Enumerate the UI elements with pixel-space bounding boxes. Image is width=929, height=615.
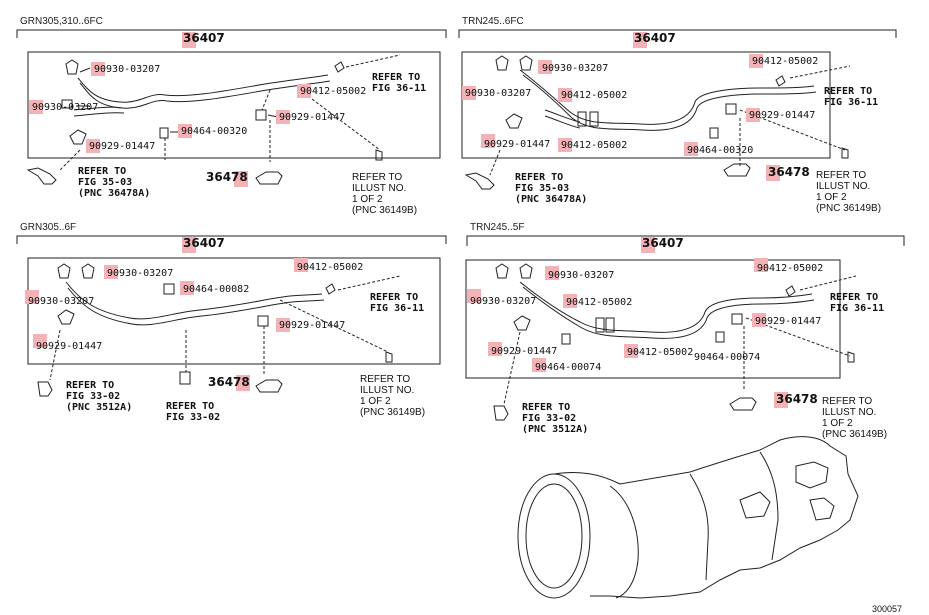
part-label[interactable]: 90464-00320 [687,145,754,156]
highlight-marker [754,258,768,272]
part-label[interactable]: 90412-05002 [757,263,824,274]
section-1-title: GRN305,310..6FC [20,16,103,27]
assembly-number[interactable]: 36407 [634,31,676,45]
part-label[interactable]: 90929-01447 [749,110,816,121]
highlight-marker [33,334,47,348]
part-label[interactable]: 90930-03207 [542,63,609,74]
highlight-marker [532,358,546,372]
part-label[interactable]: 36478 [768,165,810,179]
part-label[interactable]: 90464-00082 [183,284,250,295]
part-label[interactable]: 90929-01447 [279,112,346,123]
part-label[interactable]: 90464-00320 [181,126,248,137]
highlight-marker [234,171,248,187]
part-label[interactable]: 90930-03207 [107,268,174,279]
highlight-marker [558,88,572,102]
part-label[interactable]: 90412-05002 [297,262,364,273]
part-label[interactable]: 90930-03207 [470,296,537,307]
highlight-marker [182,237,196,253]
part-label[interactable]: 90929-01447 [755,316,822,327]
section-3-lines [16,235,447,397]
part-label[interactable]: 90930-03207 [548,270,615,281]
illustration-code: 300057 [872,604,903,614]
part-label[interactable]: 90412-05002 [561,140,628,151]
section-3-title: GRN305..6F [20,222,77,233]
part-label[interactable]: 90412-05002 [566,297,633,308]
highlight-marker [29,100,43,114]
part-label[interactable]: 90930-03207 [94,64,161,75]
highlight-marker [766,165,780,181]
part-label[interactable]: 90930-03207 [465,88,532,99]
part-label[interactable]: 90412-05002 [627,347,694,358]
part-label[interactable]: 90464-00074 [694,352,761,363]
part-label[interactable]: 36478 [208,375,250,389]
section-4-title: TRN245..5F [470,222,525,233]
highlight-marker [545,266,559,280]
part-label[interactable]: 36478 [776,392,818,406]
part-label[interactable]: 90412-05002 [561,90,628,101]
part-label[interactable]: 90929-01447 [484,139,551,150]
highlight-marker [641,237,655,253]
highlight-marker [752,313,766,327]
part-label[interactable]: 90929-01447 [89,141,156,152]
part-label[interactable]: 90929-01447 [36,341,103,352]
highlight-marker [749,54,763,68]
highlight-marker [182,32,196,48]
highlight-marker [563,294,577,308]
part-label[interactable]: 90930-03207 [28,296,95,307]
highlight-marker [462,86,476,100]
part-label[interactable]: 90930-03207 [32,102,99,113]
section-4-lines [465,235,905,421]
assembly-number[interactable]: 36407 [183,31,225,45]
part-label[interactable]: 90464-00074 [535,362,602,373]
highlight-marker [294,258,308,272]
assembly-number[interactable]: 36407 [183,236,225,250]
highlight-marker [276,110,290,124]
highlight-marker [488,342,502,356]
highlight-marker [276,318,290,332]
section-2-lines [458,29,897,190]
part-label[interactable]: 36478 [206,170,248,184]
part-label[interactable]: 90929-01447 [279,320,346,331]
part-label[interactable]: 90412-05002 [752,56,819,67]
highlight-marker [481,134,495,148]
section-1-lines [16,29,447,185]
highlight-marker [684,142,698,156]
part-label[interactable]: 90929-01447 [491,346,558,357]
transmission-illustration [517,436,859,599]
assembly-number[interactable]: 36407 [642,236,684,250]
highlight-marker [91,62,105,76]
highlight-marker [236,375,250,391]
highlight-marker [633,32,647,48]
highlight-marker [624,344,638,358]
highlight-marker [297,84,311,98]
section-2-title: TRN245..6FC [462,16,524,27]
highlight-marker [746,108,760,122]
highlight-marker [774,392,788,408]
highlight-marker [104,265,118,279]
highlight-marker [538,60,552,74]
part-label[interactable]: 90412-05002 [300,86,367,97]
highlight-marker [180,281,194,295]
highlight-marker [86,139,100,153]
highlight-marker [178,124,192,138]
highlight-marker [25,290,39,304]
highlight-marker [558,138,572,152]
highlight-marker [467,289,481,303]
